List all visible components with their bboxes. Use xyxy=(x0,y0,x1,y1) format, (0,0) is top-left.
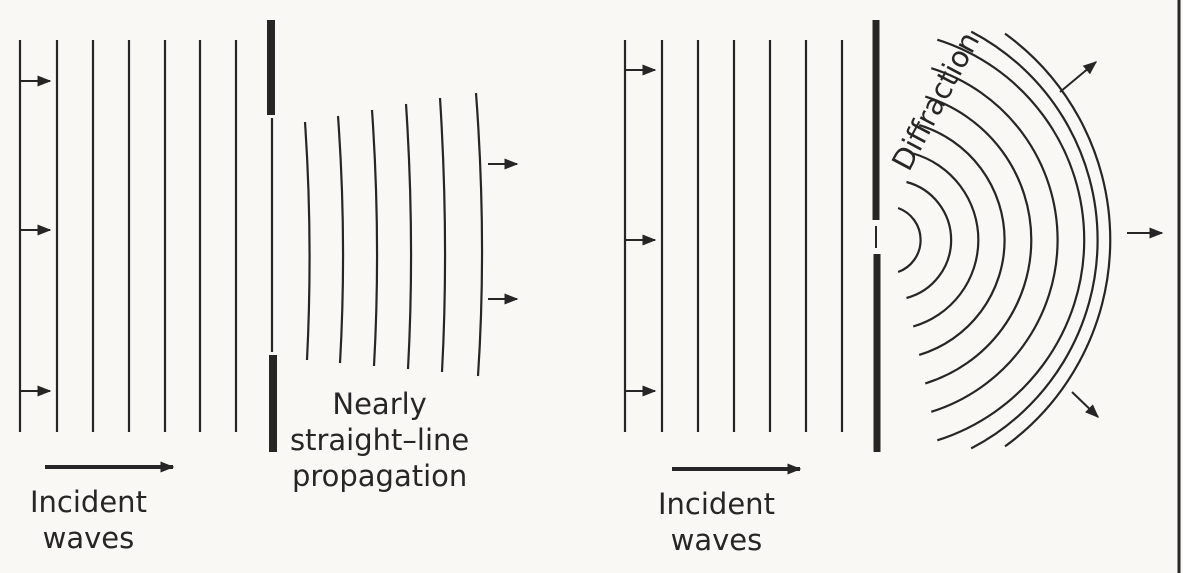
diffracted-wavefront xyxy=(970,30,1099,450)
transmitted-wavefront xyxy=(303,121,311,361)
left-incident-label: Incident waves xyxy=(30,484,147,556)
transmitted-wavefront xyxy=(370,109,379,367)
label-line: waves xyxy=(670,523,763,557)
diffracted-wavefront xyxy=(924,95,1033,385)
left-panel xyxy=(18,20,519,473)
diffracted-wavefront xyxy=(912,152,980,328)
left-incident-wavefronts xyxy=(18,40,238,432)
label-line: Incident xyxy=(30,485,147,519)
diffracted-wavefront xyxy=(897,206,922,274)
diffracted-wavefront xyxy=(936,38,1086,442)
diffracted-wavefront xyxy=(918,124,1006,356)
diffracted-wavefront xyxy=(930,67,1059,413)
right-incident-label: Incident waves xyxy=(658,486,775,558)
diffracted-arrows xyxy=(1059,61,1164,418)
propagation-arrow xyxy=(1059,61,1098,93)
label-line: Incident xyxy=(658,487,775,521)
transmitted-wavefront xyxy=(404,103,413,370)
transmitted-wavefront xyxy=(474,92,484,377)
diffracted-wavefronts xyxy=(897,30,1112,450)
right-panel xyxy=(623,20,1164,475)
transmitted-wavefront xyxy=(336,115,345,364)
label-line: propagation xyxy=(291,459,468,493)
label-line: waves xyxy=(42,521,135,555)
right-incident-wavefronts xyxy=(623,40,844,432)
left-transmitted-arrows xyxy=(488,158,519,305)
left-barrier xyxy=(267,20,277,452)
left-transmitted-wavefronts xyxy=(303,92,484,377)
transmitted-wavefront xyxy=(438,97,447,373)
diffracted-wavefront xyxy=(1004,32,1112,448)
left-incident-arrows xyxy=(20,75,52,397)
propagation-arrow xyxy=(1071,391,1100,418)
label-line: Nearly xyxy=(332,387,427,421)
right-incident-arrows xyxy=(625,64,657,397)
label-line: straight–line xyxy=(290,423,470,457)
left-result-label: Nearly straight–line propagation xyxy=(290,386,469,494)
right-barrier xyxy=(872,20,881,452)
diffracted-wavefront xyxy=(906,180,953,300)
